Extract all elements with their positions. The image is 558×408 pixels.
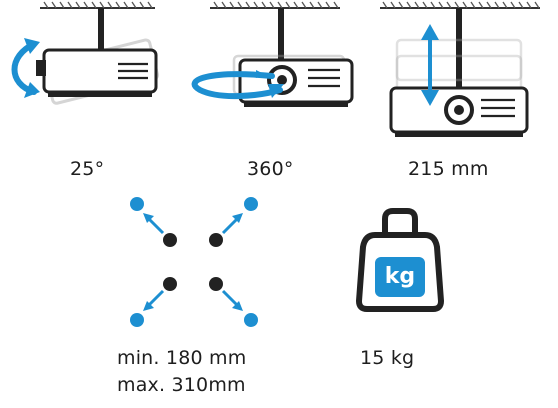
weight-badge-label: kg — [384, 264, 416, 289]
mounting-feature — [120, 188, 270, 333]
height-label: 215 mm — [408, 158, 489, 180]
tilt-label: 25° — [70, 158, 105, 180]
weight-label: 15 kg — [360, 347, 415, 369]
height-feature — [375, 0, 558, 190]
rotation-label: 360° — [247, 158, 294, 180]
tilt-feature — [0, 0, 180, 190]
projector-tilt-icon — [11, 1, 160, 105]
weight-feature: kg — [355, 205, 445, 315]
projector-rotate-icon — [191, 1, 354, 107]
mounting-holes-icon — [130, 197, 258, 327]
weight-icon — [355, 208, 445, 312]
projector-height-icon — [380, 1, 540, 137]
mounting-label-max: max. 310mm — [117, 374, 246, 396]
rotation-feature — [180, 0, 365, 190]
mounting-label-min: min. 180 mm — [117, 347, 247, 369]
